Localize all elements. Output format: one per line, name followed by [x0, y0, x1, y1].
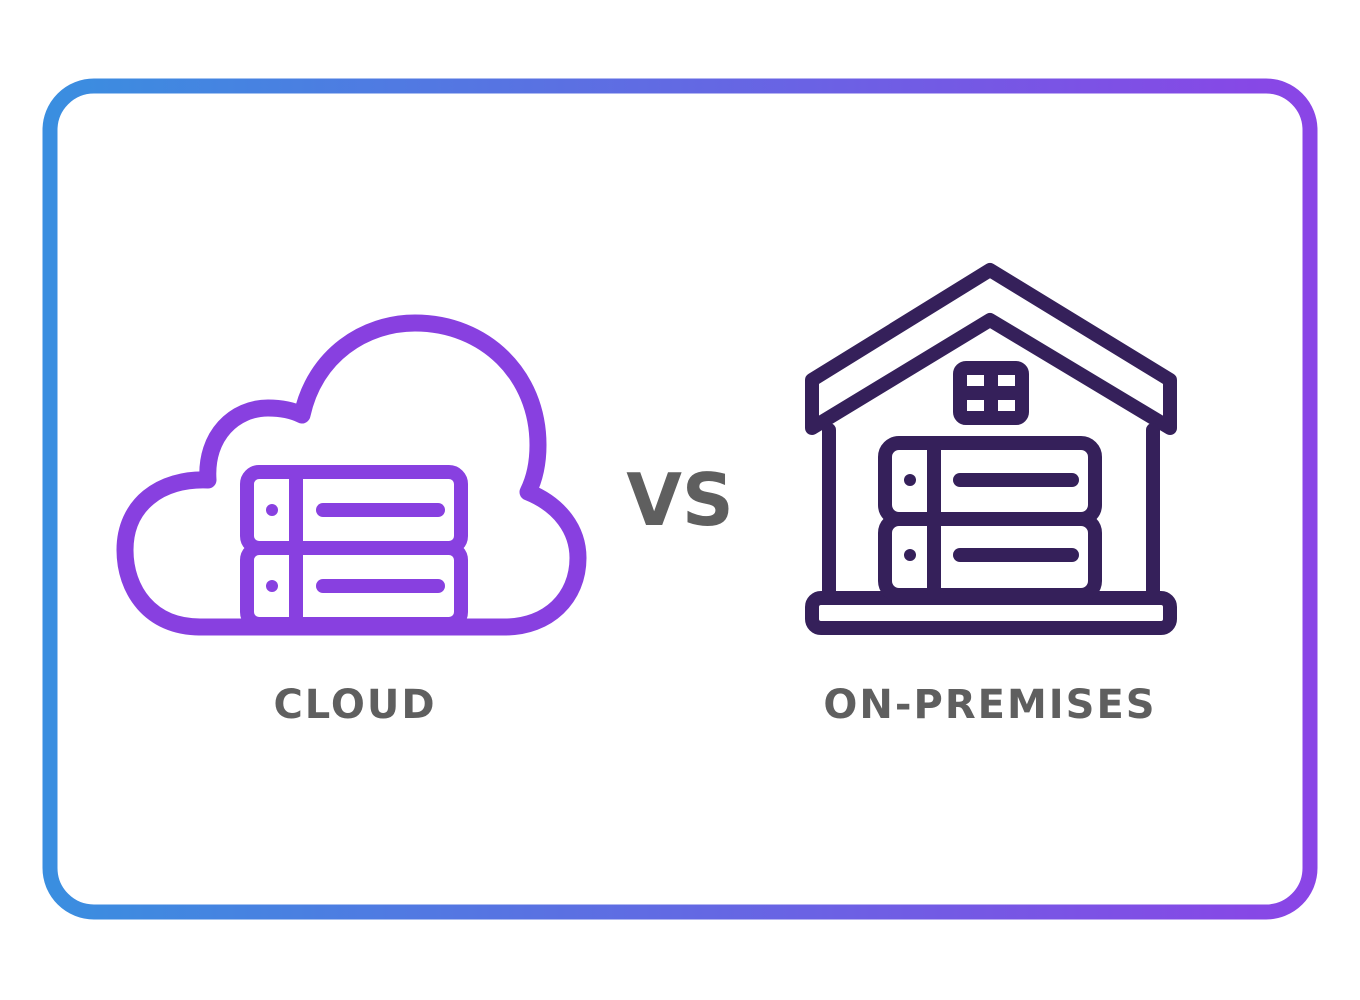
cloud-label: CLOUD	[273, 682, 437, 728]
versus-label: VS	[626, 458, 734, 542]
house-server-icon	[805, 263, 1177, 635]
cloud-server-icon	[116, 314, 587, 636]
on-premises-label: ON-PREMISES	[823, 682, 1157, 728]
